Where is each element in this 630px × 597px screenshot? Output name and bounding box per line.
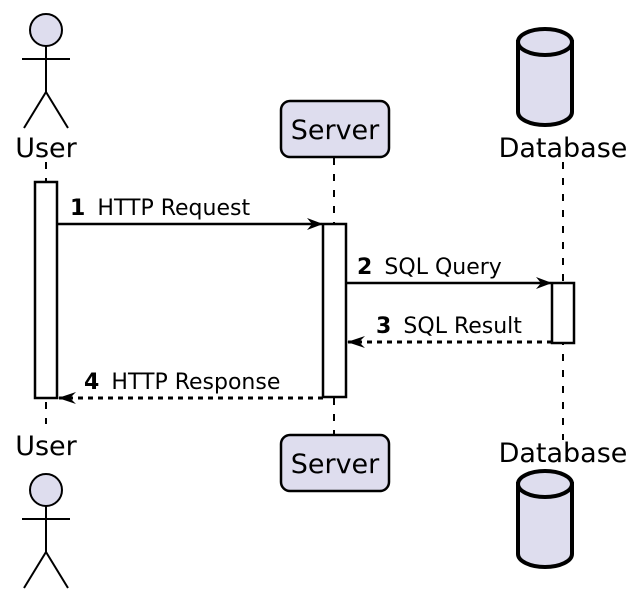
actor-head-icon (29, 13, 63, 47)
cylinder-top-icon (516, 27, 574, 57)
participant-label-user-bottom: User (15, 431, 77, 462)
message-3-text: SQL Result (403, 314, 522, 339)
participant-box-server-top (279, 99, 391, 159)
participant-label-database-bottom: Database (499, 438, 628, 469)
message-4-text: HTTP Response (111, 370, 280, 395)
participant-label-server-bottom: Server (291, 449, 380, 480)
cylinder-body-icon (516, 40, 574, 127)
message-2[interactable]: 2 SQL Query (346, 255, 552, 289)
activations-group (33, 180, 576, 400)
message-1-text: HTTP Request (97, 196, 250, 221)
cylinder-top-icon-bottom (516, 469, 574, 499)
participant-label-user-top: User (15, 133, 77, 164)
actor-leg-right-line-bottom (45, 551, 69, 589)
message-1-seq: 1 (70, 196, 85, 221)
message-4-seq: 4 (84, 370, 99, 395)
message-1-label: 1 HTTP Request (70, 196, 250, 221)
actor-leg-left-line-bottom (23, 551, 47, 589)
message-3-seq: 3 (376, 314, 391, 339)
message-2-text: SQL Query (384, 255, 501, 280)
participant-server-top[interactable]: Server (279, 99, 391, 159)
activation-bar-database[interactable] (550, 281, 576, 345)
cylinder-body-icon-bottom (516, 482, 574, 569)
participant-label-database-top: Database (499, 133, 628, 164)
actor-head-icon-bottom (29, 473, 63, 507)
message-4-label: 4 HTTP Response (84, 370, 280, 395)
activation-bar-server[interactable] (321, 222, 348, 399)
participant-database-top[interactable]: Database (499, 27, 628, 164)
participant-database-bottom[interactable]: Database (499, 438, 628, 569)
message-1[interactable]: 1 HTTP Request (57, 196, 323, 230)
participant-box-server-bottom (279, 433, 391, 493)
message-3-label: 3 SQL Result (376, 314, 522, 339)
message-4[interactable]: 4 HTTP Response (58, 370, 323, 404)
message-3[interactable]: 3 SQL Result (347, 314, 552, 348)
activation-bar-user[interactable] (33, 180, 59, 400)
actor-leg-right-line (45, 91, 69, 129)
actor-leg-left-line (23, 91, 47, 129)
participant-server-bottom[interactable]: Server (279, 433, 391, 493)
message-2-seq: 2 (357, 255, 372, 280)
participant-user-top[interactable]: User (15, 13, 78, 164)
participant-user-bottom[interactable]: User (15, 431, 78, 589)
participant-label-server-top: Server (291, 115, 380, 146)
message-2-label: 2 SQL Query (357, 255, 502, 280)
